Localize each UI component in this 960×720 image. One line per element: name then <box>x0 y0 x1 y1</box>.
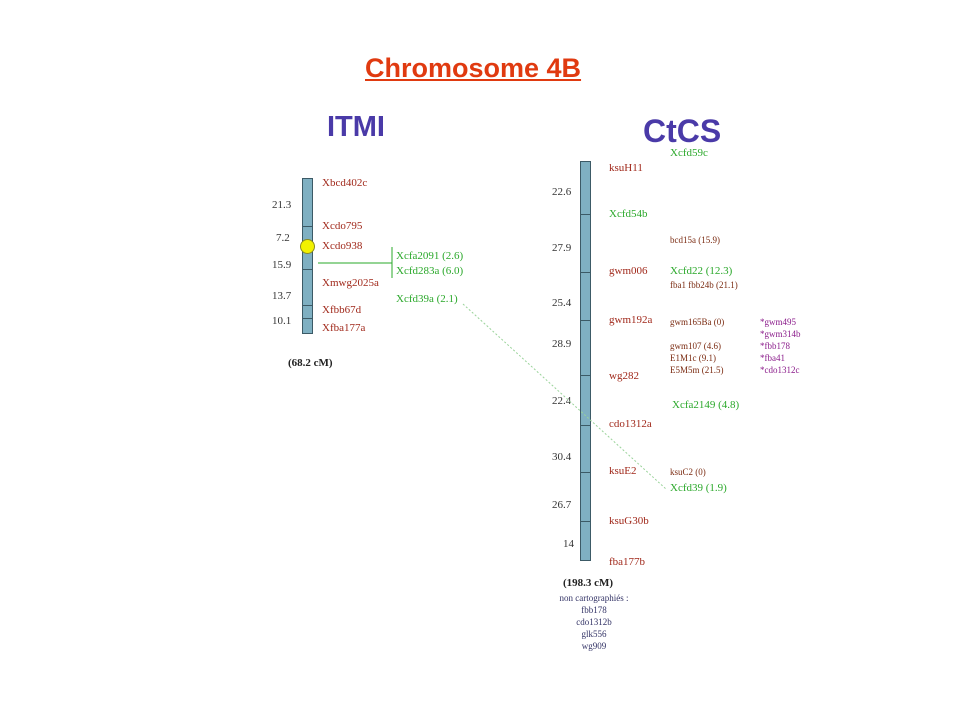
ctcs-distance: 22.4 <box>552 395 572 407</box>
ctcs-distance: 26.7 <box>552 499 572 511</box>
ctcs-small-marker: gwm165Ba (0) <box>670 317 725 327</box>
itmi-green-marker: Xcfd39a (2.1) <box>396 293 458 305</box>
ctcs-starred-marker: *cdo1312c <box>760 365 800 375</box>
homology-link-line <box>462 303 667 490</box>
ctcs-green-marker: Xcfd59c <box>670 147 708 159</box>
ctcs-tick <box>580 320 591 321</box>
ctcs-small-marker: ksuC2 (0) <box>670 467 706 477</box>
itmi-marker: Xfba177a <box>322 322 366 334</box>
unmapped-marker: glk556 <box>581 629 607 639</box>
itmi-total-length: (68.2 cM) <box>288 357 333 369</box>
ctcs-marker: gwm006 <box>609 265 648 277</box>
itmi-marker: Xbcd402c <box>322 177 368 189</box>
itmi-tick <box>302 318 313 319</box>
ctcs-distance: 27.9 <box>552 242 572 254</box>
ctcs-tick <box>580 521 591 522</box>
ctcs-small-marker: gwm107 (4.6) <box>670 341 721 351</box>
ctcs-distance: 30.4 <box>552 451 572 463</box>
unmapped-marker: fbb178 <box>581 605 607 615</box>
page-title: Chromosome 4B <box>365 53 582 83</box>
itmi-marker: Xmwg2025a <box>322 277 379 289</box>
ctcs-starred-marker: *gwm495 <box>760 317 796 327</box>
ctcs-tick <box>580 375 591 376</box>
ctcs-tick <box>580 472 591 473</box>
unmapped-heading: non cartographiés : <box>559 593 629 603</box>
ctcs-marker: ksuE2 <box>609 465 637 477</box>
ctcs-tick <box>580 425 591 426</box>
itmi-green-marker: Xcfa2091 (2.6) <box>396 250 464 262</box>
itmi-tick <box>302 269 313 270</box>
ctcs-starred-marker: *fba41 <box>760 353 785 363</box>
ctcs-chromosome-bar <box>580 161 591 561</box>
itmi-chromosome-bar <box>302 178 313 334</box>
ctcs-title: CtCS <box>643 113 722 149</box>
itmi-distance: 10.1 <box>272 315 292 327</box>
ctcs-green-marker: Xcfd39 (1.9) <box>670 482 727 494</box>
ctcs-small-marker: E5M5m (21.5) <box>670 365 724 375</box>
ctcs-green-marker: Xcfd22 (12.3) <box>670 265 733 277</box>
unmapped-marker: wg909 <box>581 641 607 651</box>
itmi-tick <box>302 305 313 306</box>
ctcs-distance: 22.6 <box>552 186 572 198</box>
ctcs-small-marker: E1M1c (9.1) <box>670 353 716 363</box>
itmi-distance: 13.7 <box>272 290 292 302</box>
ctcs-small-marker: fba1 fbb24b (21.1) <box>670 280 738 290</box>
ctcs-starred-marker: *fbb178 <box>760 341 790 351</box>
ctcs-tick <box>580 214 591 215</box>
itmi-title: ITMI <box>327 111 385 143</box>
ctcs-marker: ksuG30b <box>609 515 649 527</box>
ctcs-marker: fba177b <box>609 556 646 568</box>
ctcs-green-marker: Xcfa2149 (4.8) <box>672 399 740 411</box>
itmi-tick <box>302 226 313 227</box>
ctcs-total-length: (198.3 cM) <box>563 577 614 589</box>
ctcs-starred-marker: *gwm314b <box>760 329 801 339</box>
unmapped-marker: cdo1312b <box>576 617 612 627</box>
ctcs-marker: gwm192a <box>609 314 653 326</box>
ctcs-distance: 28.9 <box>552 338 572 350</box>
itmi-marker: Xcdo938 <box>322 240 363 252</box>
itmi-marker: Xfbb67d <box>322 304 362 316</box>
ctcs-marker: ksuH11 <box>609 162 643 174</box>
itmi-centromere-marker <box>300 239 315 254</box>
ctcs-marker: wg282 <box>609 370 639 382</box>
itmi-marker: Xcdo795 <box>322 220 363 232</box>
itmi-distance: 21.3 <box>272 199 292 211</box>
ctcs-distance: 14 <box>563 538 574 550</box>
itmi-distance: 7.2 <box>276 232 290 244</box>
ctcs-tick <box>580 272 591 273</box>
ctcs-distance: 25.4 <box>552 297 572 309</box>
itmi-green-marker: Xcfd283a (6.0) <box>396 265 464 277</box>
itmi-distance: 15.9 <box>272 259 292 271</box>
ctcs-marker: cdo1312a <box>609 418 652 430</box>
ctcs-marker: Xcfd54b <box>609 208 648 220</box>
ctcs-small-marker: bcd15a (15.9) <box>670 235 720 245</box>
